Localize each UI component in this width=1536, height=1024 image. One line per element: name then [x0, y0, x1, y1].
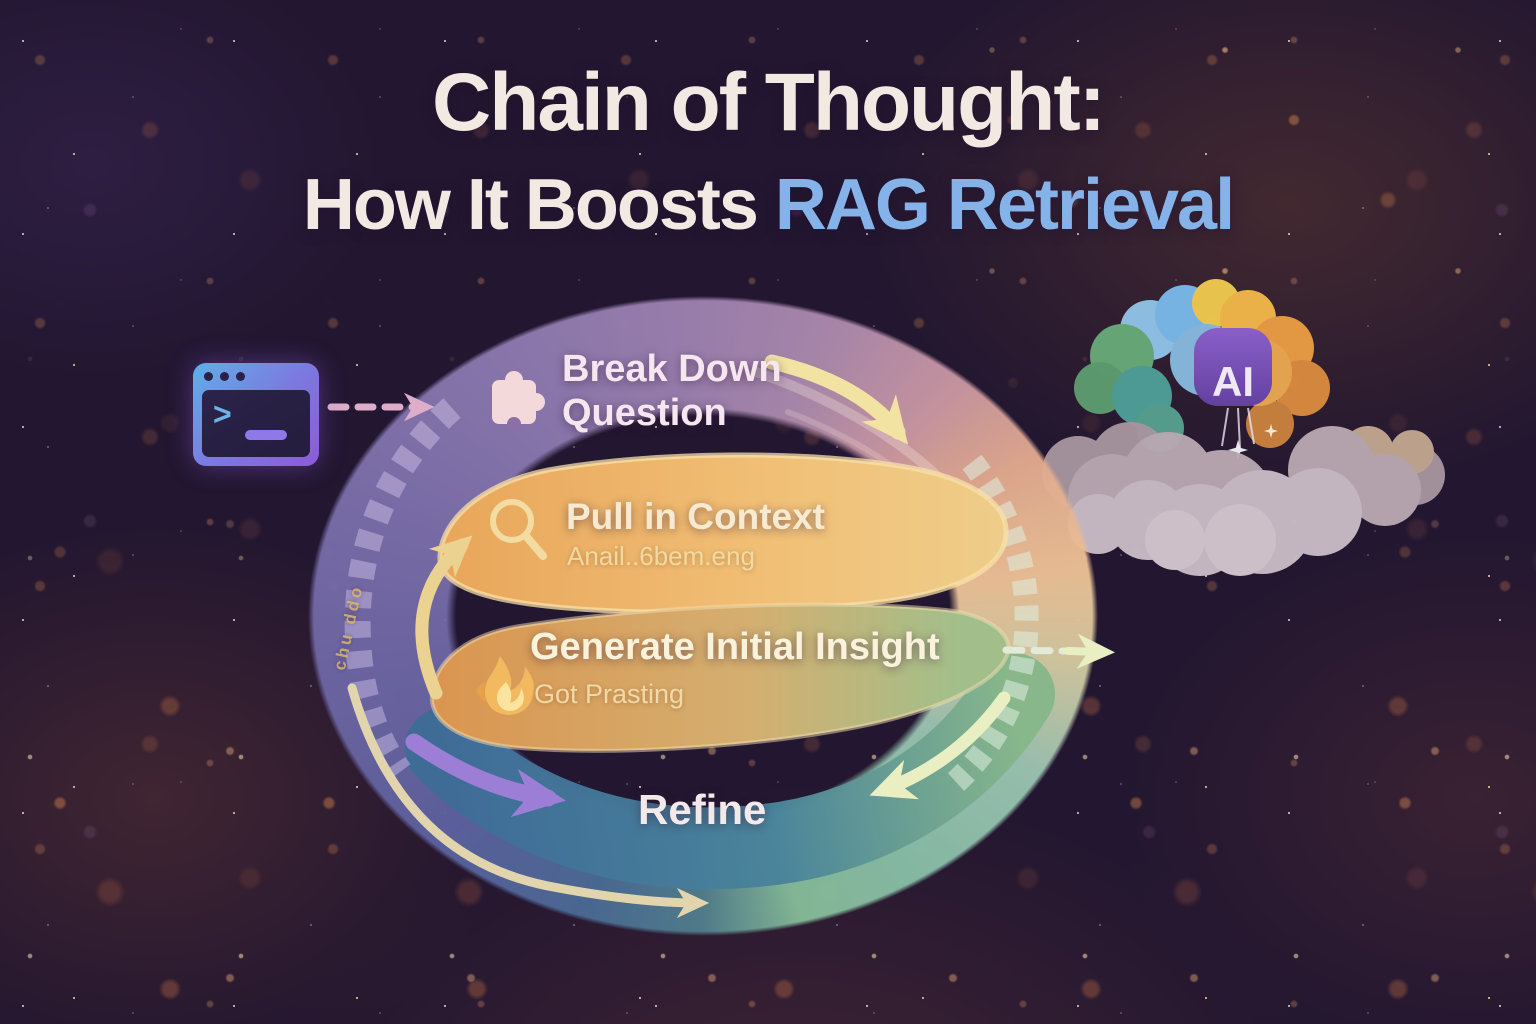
window-dot: [220, 372, 229, 381]
window-dot: [236, 372, 245, 381]
title-line2-highlight: RAG Retrieval: [774, 165, 1235, 245]
terminal-window-icon: >: [193, 363, 319, 466]
terminal-screen: >: [202, 390, 310, 457]
page-title-line2: How It Boosts RAG Retrieval: [0, 164, 1536, 246]
page-title-line1: Chain of Thought:: [432, 57, 1106, 148]
terminal-cursor: [245, 430, 287, 440]
step-generate-insight-label: Generate Initial Insight: [530, 626, 940, 668]
step-break-down-question-label: Break Down Question: [562, 348, 782, 434]
step-generate-insight-subtitle: Got Prasting: [534, 679, 685, 709]
step-pull-in-context-label: Pull in Context: [566, 496, 825, 537]
step-refine-label: Refine: [638, 786, 767, 833]
terminal-prompt: >: [213, 396, 232, 432]
title-line2-prefix: How It Boosts: [302, 165, 759, 245]
window-dot: [204, 372, 213, 381]
step-pull-in-context-subtitle: Anail..6bem.eng: [567, 541, 755, 571]
